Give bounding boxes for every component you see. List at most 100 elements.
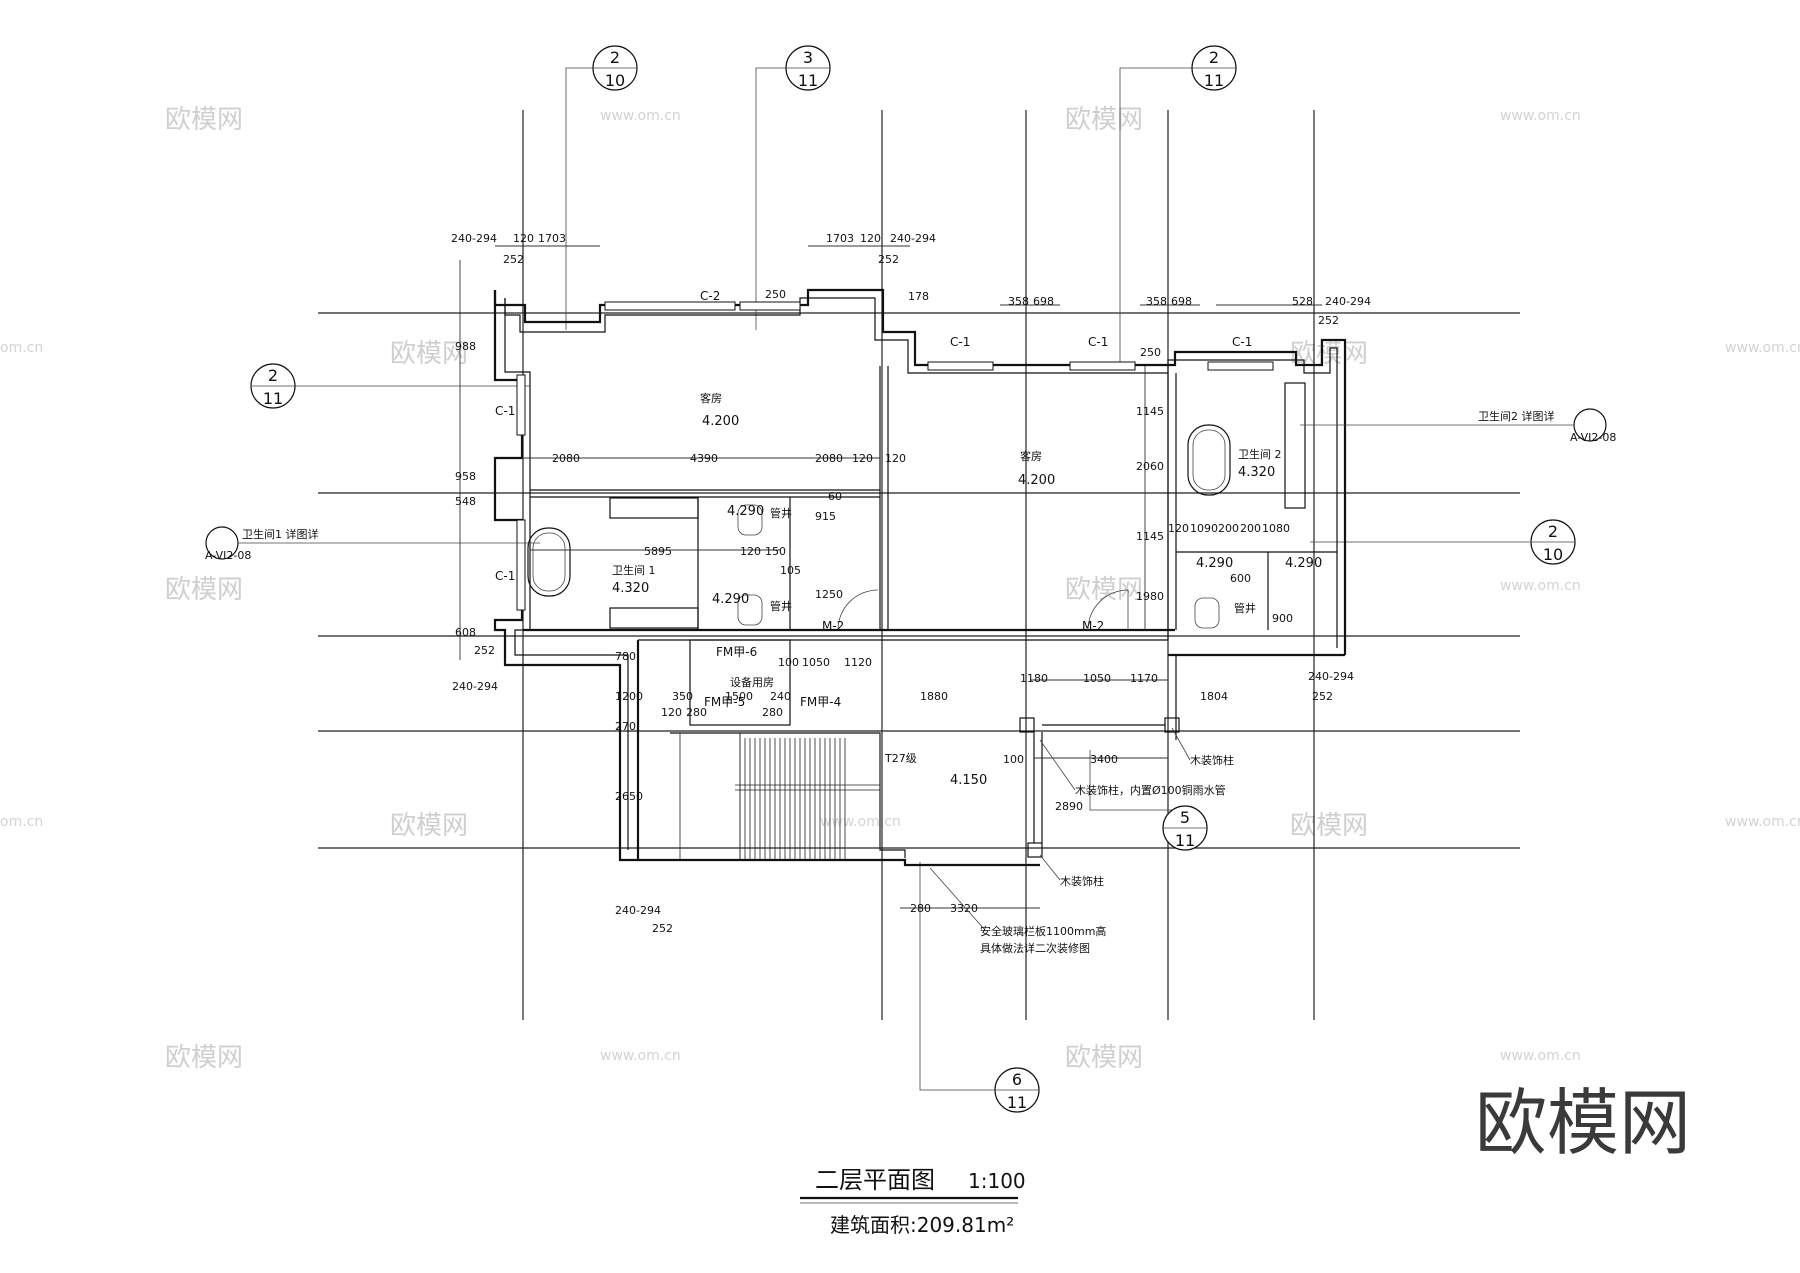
dim-label: 780: [615, 650, 636, 663]
dim-label: 608: [455, 626, 476, 639]
watermark-url: www.om.cn: [600, 108, 681, 124]
axis-sheet: 11: [1175, 831, 1195, 850]
watermark: 欧模网: [390, 811, 468, 841]
drawing-scale: 1:100: [968, 1169, 1026, 1193]
dim-label: 1180: [1020, 672, 1048, 685]
axis-bubble: 2 10: [592, 45, 638, 91]
dim-label: 2650: [615, 790, 643, 803]
window: [1069, 361, 1136, 371]
window-tag: C-1: [950, 335, 970, 349]
dim-label: 958: [455, 470, 476, 483]
stair-label: T27级: [884, 752, 917, 765]
room-name: 卫生间 2: [1238, 447, 1282, 461]
dim-label: 178: [908, 290, 929, 303]
watermark-url: www.om.cn: [1725, 814, 1800, 830]
dim-label: 358: [1146, 295, 1167, 308]
dim-label: 1090: [1190, 522, 1218, 535]
dim-label: 120: [1168, 522, 1189, 535]
door-tag: M-2: [822, 619, 844, 633]
watermark: 欧模网: [1065, 575, 1143, 605]
dim-label: 240-294: [1308, 670, 1354, 683]
axis-bubble: 6 11: [994, 1067, 1040, 1113]
building-area: 建筑面积:209.81m²: [830, 1213, 1014, 1237]
callout-labels: 卫生间1 详图详 A-VI2-08 卫生间2 详图详 A-VI2-08 木装饰柱…: [205, 408, 1616, 955]
dim-label: 900: [1272, 612, 1293, 625]
watermark-url: om.cn: [0, 814, 43, 830]
dim-label: 240-294: [615, 904, 661, 917]
dim-label: 240-294: [1325, 295, 1371, 308]
watermark: 欧模网: [1065, 105, 1143, 135]
toilet: [737, 504, 1220, 629]
window: [927, 361, 994, 371]
dim-label: 240-294: [452, 680, 498, 693]
detail-ref: A-VI2-08: [1570, 431, 1616, 444]
dim-label: 1050: [802, 656, 830, 669]
grid-lines: [318, 110, 1520, 1020]
axis-number: 5: [1180, 808, 1190, 827]
column-note: 木装饰柱: [1060, 874, 1104, 888]
window-tag: C-1: [495, 404, 515, 418]
detail-callout: 卫生间1 详图详: [242, 527, 319, 541]
dim-label: 2060: [1136, 460, 1164, 473]
dim-label: 252: [652, 922, 673, 935]
bathtub: [1187, 424, 1231, 496]
watermark-url: om.cn: [0, 340, 43, 356]
dim-label: 280: [762, 706, 783, 719]
dim-label: 548: [455, 495, 476, 508]
room-name: 管井: [1234, 601, 1256, 615]
watermark-url: www.om.cn: [1500, 578, 1581, 594]
room-name: 设备用房: [730, 675, 774, 689]
dim-label: 1703: [826, 232, 854, 245]
dim-label: 120: [885, 452, 906, 465]
dim-label: 2080: [815, 452, 843, 465]
dim-label: 1050: [1083, 672, 1111, 685]
dim-label: 1145: [1136, 405, 1164, 418]
axis-number: 2: [1209, 48, 1219, 67]
watermark-layer: 欧模网 www.om.cn 欧模网 www.om.cn om.cn 欧模网 欧模…: [0, 105, 1800, 1073]
dim-label: 2080: [552, 452, 580, 465]
dim-label: 280: [686, 706, 707, 719]
dim-label: 3400: [1090, 753, 1118, 766]
axis-leaders: [286, 67, 1530, 1091]
dim-label: 150: [765, 545, 786, 558]
dim-label: 1145: [1136, 530, 1164, 543]
elevation: 4.150: [950, 773, 987, 788]
dim-label: 60: [828, 490, 842, 503]
axis-sheet: 11: [1204, 71, 1224, 90]
elevation: 4.290: [1196, 556, 1233, 571]
axis-sheet: 11: [263, 389, 283, 408]
room-name: 卫生间 1: [612, 563, 656, 577]
room-name: 管井: [770, 506, 792, 520]
elevation: 4.320: [1238, 465, 1275, 480]
dim-label: 698: [1171, 295, 1192, 308]
bathtub: [527, 527, 571, 597]
windows: [516, 301, 1274, 611]
dim-label: 120: [661, 706, 682, 719]
drawing-title: 二层平面图: [815, 1166, 935, 1194]
dim-label: 250: [765, 288, 786, 301]
watermark-url: www.om.cn: [1725, 340, 1800, 356]
dim-label: 1200: [615, 690, 643, 703]
dim-label: 4390: [690, 452, 718, 465]
axis-number: 6: [1012, 1070, 1022, 1089]
door-tag: FM甲-5: [704, 695, 745, 709]
column-note: 木装饰柱，内置Ø100铜雨水管: [1075, 783, 1226, 797]
dim-label: 120: [860, 232, 881, 245]
detail-ref: A-VI2-08: [205, 549, 251, 562]
window: [516, 374, 526, 436]
door-tag: M-2: [1082, 619, 1104, 633]
dim-label: 1080: [1262, 522, 1290, 535]
dimension-lines: [459, 245, 1322, 909]
dim-label: 1170: [1130, 672, 1158, 685]
dim-label: 100: [778, 656, 799, 669]
dim-label: 252: [1312, 690, 1333, 703]
railing-note: 具体做法详二次装修图: [980, 941, 1090, 955]
dim-label: 3320: [950, 902, 978, 915]
detail-callout: 卫生间2 详图详: [1478, 409, 1555, 423]
dim-label: 280: [910, 902, 931, 915]
axis-bubble: 2 11: [250, 363, 296, 409]
window: [516, 519, 526, 611]
room-name: 管井: [770, 599, 792, 613]
vanity: [609, 382, 1306, 629]
